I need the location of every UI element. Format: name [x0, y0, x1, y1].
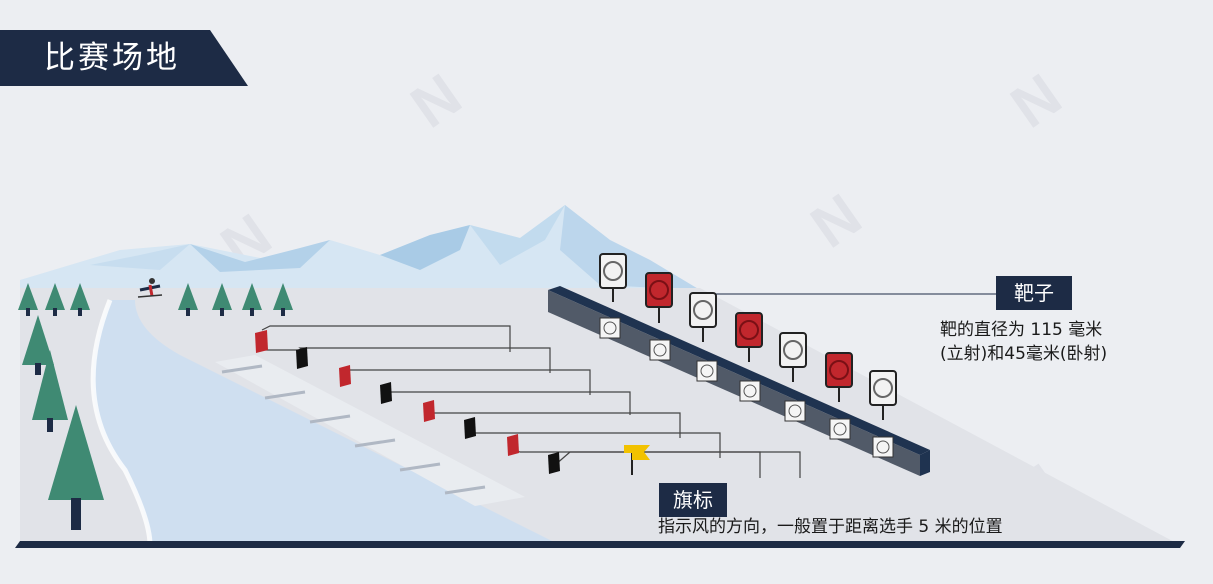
- ski-track: [93, 300, 560, 545]
- svg-text:N: N: [999, 61, 1073, 141]
- target-description: 靶的直径为 115 毫米 (立射)和45毫米(卧射): [940, 318, 1190, 366]
- shooting-mats: [215, 355, 525, 506]
- svg-text:N: N: [399, 61, 473, 141]
- flag-label: 旗标: [659, 483, 727, 517]
- wall-target-plates: [599, 317, 894, 458]
- mountains: [20, 205, 700, 290]
- target-description-line2: (立射)和45毫米(卧射): [940, 344, 1108, 364]
- flag-description: 指示风的方向，一般置于距离选手 5 米的位置: [658, 517, 1003, 537]
- section-title: 比赛场地: [0, 30, 248, 86]
- trees: [18, 283, 293, 530]
- target-posts: [612, 287, 884, 420]
- target-label: 靶子: [996, 276, 1072, 310]
- wind-flag: [624, 445, 650, 475]
- ground-baseline: [15, 541, 1185, 548]
- target-boards: [599, 253, 897, 406]
- svg-text:N: N: [799, 181, 873, 261]
- skier: [137, 278, 163, 298]
- shooting-boards: [255, 330, 560, 474]
- target-description-line1: 靶的直径为 115 毫米: [940, 320, 1103, 340]
- target-wall: [548, 286, 930, 476]
